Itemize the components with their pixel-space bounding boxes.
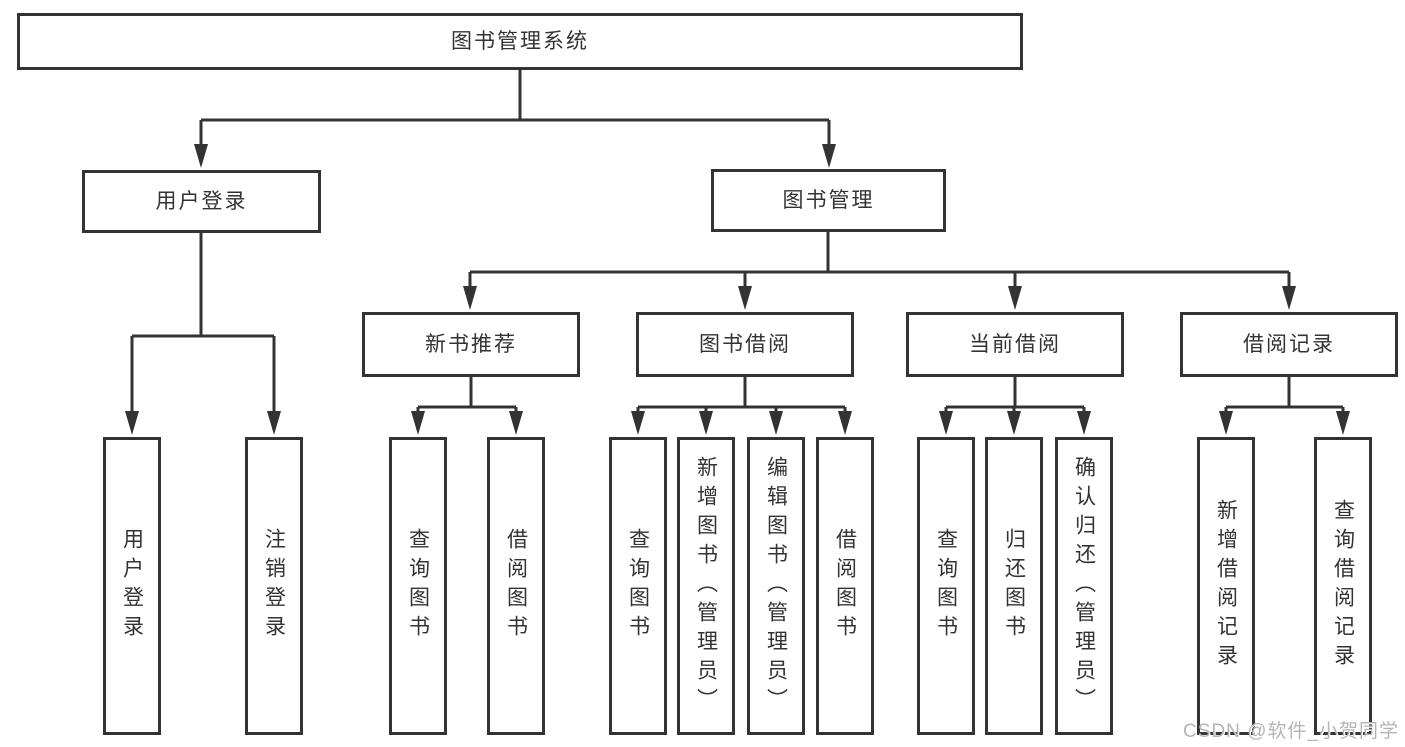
node-current-borrowing: 当前借阅 xyxy=(906,312,1124,377)
leaf-borrow-books-1: 借阅图书 xyxy=(487,437,545,735)
leaf-edit-book-admin: 编辑图书（管理员） xyxy=(747,437,805,735)
node-book-management: 图书管理 xyxy=(711,169,946,232)
node-new-book-recommend: 新书推荐 xyxy=(362,312,580,377)
leaf-query-books-2: 查询图书 xyxy=(609,437,667,735)
node-book-borrowing: 图书借阅 xyxy=(636,312,854,377)
leaf-add-borrow-record: 新增借阅记录 xyxy=(1197,437,1255,735)
csdn-watermark: CSDN @软件_小贺同学 xyxy=(1183,721,1399,742)
leaf-query-borrow-record: 查询借阅记录 xyxy=(1314,437,1372,735)
leaf-confirm-return-admin: 确认归还（管理员） xyxy=(1055,437,1113,735)
leaf-query-books-3: 查询图书 xyxy=(917,437,975,735)
leaf-query-books-1: 查询图书 xyxy=(389,437,447,735)
node-borrowing-records: 借阅记录 xyxy=(1180,312,1398,377)
leaf-add-book-admin: 新增图书（管理员） xyxy=(677,437,735,735)
leaf-user-login: 用户登录 xyxy=(103,437,161,735)
leaf-borrow-books-2: 借阅图书 xyxy=(816,437,874,735)
node-user-login: 用户登录 xyxy=(82,170,321,233)
leaf-logout: 注销登录 xyxy=(245,437,303,735)
leaf-return-book: 归还图书 xyxy=(985,437,1043,735)
node-root: 图书管理系统 xyxy=(17,13,1023,70)
